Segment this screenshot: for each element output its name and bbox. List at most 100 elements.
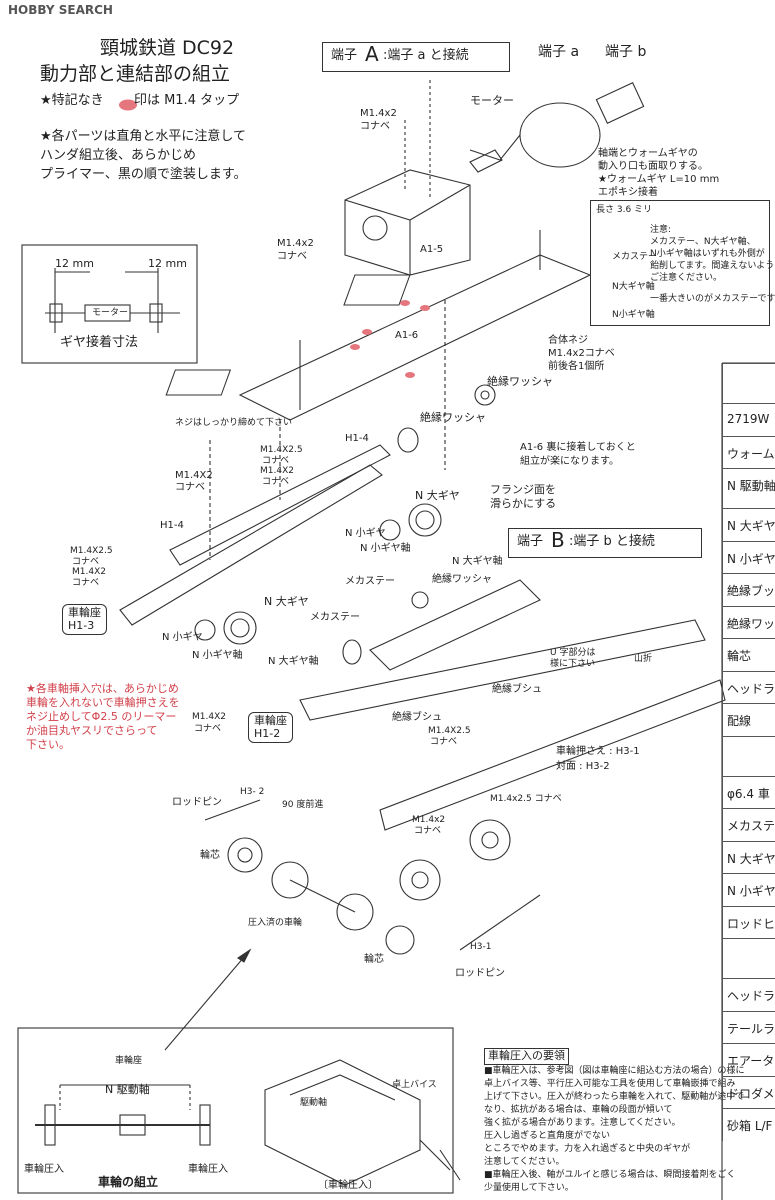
- terminal-a-text: :端子 a と接続: [383, 48, 469, 63]
- gear-dim-caption: ギヤ接着寸法: [60, 335, 139, 350]
- parts-table-cell: ヘッドラ: [722, 978, 775, 1011]
- parts-table-cell: 配線: [722, 703, 775, 736]
- motor-note-1: 軸端とウォームギヤの: [598, 148, 698, 159]
- parts-table-cell: ヘッドラ: [722, 670, 775, 703]
- wheel-seat-b-code: H1-2: [254, 726, 281, 740]
- procedure-title: 車輪圧入の要領: [484, 1048, 569, 1065]
- procedure-1: ■車輪圧入は、参考図（図は車輪座に組込む方法の場合）の様に: [484, 1066, 745, 1076]
- label-gotai-2: M1.4x2コナベ: [548, 348, 615, 359]
- wheel-seat-a-code: H1-3: [68, 618, 95, 632]
- parts-table-cell: ウォーム: [722, 435, 775, 468]
- label-a15: A1-5: [420, 244, 444, 255]
- label-washer-1: 絶縁ワッシャ: [487, 375, 553, 388]
- label-washer-3: 絶縁ワッシャ: [432, 574, 492, 585]
- paint-note-1: ★各パーツは直角と水平に注意して: [40, 129, 247, 144]
- label-wheel-press-2: 対面 : H3-2: [556, 761, 610, 772]
- wheel-seat-b-name: 車輪座: [254, 714, 287, 727]
- label-m25-c: M1.4X2.5: [428, 726, 471, 736]
- label-rodpin-1: ロッドピン: [172, 797, 222, 808]
- label-n-big-shaft: N 大ギヤ軸: [452, 556, 503, 567]
- parts-table-cell: 絶縁ワッ: [722, 605, 775, 638]
- label-m14x2-a: M1.4x2: [360, 108, 397, 119]
- parts-table-cell: N 大ギヤ: [722, 508, 775, 541]
- label-a16-note-1: A1-6 裏に接着しておくと: [520, 442, 636, 453]
- parts-table-cell: 砂箱 L/F: [722, 1108, 775, 1141]
- gear-dim-left: 12 mm: [55, 257, 94, 270]
- label-h14-b: H1-4: [160, 520, 184, 531]
- procedure-8: 注意してください。: [484, 1157, 565, 1167]
- label-n-big-shaft-2: N 大ギヤ軸: [268, 656, 319, 667]
- label-h32: H3- 2: [240, 787, 265, 797]
- gear-dim-motor: モーター: [92, 308, 129, 318]
- red-note-3: ネジ止めしてΦ2.5 のリーマー: [26, 710, 177, 723]
- label-wheel-core-2: 輪芯: [364, 954, 384, 965]
- caution-head: 注意:: [650, 225, 672, 235]
- brand-name: HOBBY SEARCH: [8, 3, 113, 17]
- motor-note-4: エポキシ接着: [598, 187, 658, 198]
- terminal-a-letter: A: [365, 42, 379, 66]
- label-m142-e: M1.4x2: [412, 815, 446, 825]
- caution-line-4: ご注意ください。: [650, 273, 723, 283]
- label-rodpin-2: ロッドピン: [455, 968, 505, 979]
- label-konabe-f: コナベ: [72, 557, 100, 567]
- label-screw-note: ネジはしっかり締めて下さい: [175, 418, 293, 428]
- bottom-caption: 車輪の組立: [98, 1175, 159, 1189]
- press-caption: 〔車輪圧入〕: [318, 1180, 378, 1191]
- red-note-1: ★各車軸挿入穴は、あらかじめ: [26, 682, 179, 695]
- label-m25-a: M1.4X2.5: [260, 445, 303, 455]
- parts-table-cell: 絶縁ブッ: [722, 573, 775, 606]
- bottom-seat: 車輪座: [115, 1056, 143, 1066]
- label-a16-note-2: 組立が楽になります。: [520, 456, 619, 467]
- motor-note-2: 動入り口も面取りする。: [598, 161, 708, 172]
- wheel-seat-a-name: 車輪座: [68, 606, 101, 619]
- gear-dim-right: 12 mm: [148, 257, 187, 270]
- procedure-2: 卓上バイス等、平行圧入可能な工具を使用して車輪嵌挿で組み: [484, 1079, 736, 1089]
- motor-label: モーター: [470, 94, 514, 107]
- wheel-seat-b-label: 車輪座 H1-2: [248, 712, 293, 744]
- procedure-7: ところでやめます。力を入れ過ぎると中央のギヤが: [484, 1144, 691, 1154]
- caution-n-big: N大ギヤ軸: [612, 282, 655, 292]
- paint-note-2: ハンダ組立後、あらかじめ: [40, 148, 197, 163]
- label-washer-2: 絶縁ワッシャ: [420, 411, 486, 424]
- parts-table-cell: φ6.4 車: [722, 775, 775, 808]
- parts-table-cell: メカステ: [722, 808, 775, 841]
- motor-note-3: ★ウォームギヤ L=10 mm: [598, 174, 720, 185]
- procedure-3: 上げて下さい。圧入が終わったら車輪を入れて、駆動軸が途中で: [484, 1092, 745, 1102]
- terminal-a-label: 端子: [331, 48, 358, 63]
- parts-table-cell: ロッドヒ: [722, 905, 775, 938]
- parts-table: 2719W ウォーム N 駆動軸 N 大ギヤ N 小ギヤ 絶縁ブッ 絶縁ワッ 輪…: [722, 363, 775, 1141]
- parts-table-cell: [722, 938, 775, 978]
- caution-box: [590, 200, 770, 326]
- label-flange-2: 滑らかにする: [490, 497, 557, 510]
- label-gotai-3: 前後各1個所: [548, 361, 605, 372]
- caution-length: 長さ 3.6 ミリ: [596, 205, 653, 215]
- procedure-9: ■車輪圧入後、軸がユルイと感じる場合は、瞬間接着剤をごく: [484, 1170, 736, 1180]
- label-konabe-d: コナベ: [262, 477, 290, 487]
- label-bush-1: 絶縁ブシュ: [492, 684, 542, 695]
- label-m14x2-b: M1.4x2: [277, 238, 314, 249]
- label-wheel-core-1: 輪芯: [200, 850, 220, 861]
- parts-table-cell: N 小ギヤ: [722, 540, 775, 573]
- label-pressed-wheel: 圧入済の車輪: [248, 918, 303, 928]
- procedure-5: 強く拡がる場合があります。注意してください。: [484, 1118, 681, 1128]
- parts-table-cell: テールラ: [722, 1010, 775, 1043]
- caution-line-1: メカステー、N大ギヤ軸、: [650, 237, 756, 247]
- red-note-2: 車輪を入れないで車輪押さえを: [26, 696, 180, 709]
- tap-note: ★特記なき 印は M1.4 タップ: [40, 93, 239, 109]
- label-bush-2: 絶縁ブシュ: [392, 712, 442, 723]
- parts-table-cell: 2719W: [722, 403, 775, 436]
- caution-line-3: 飴削してます。間違えないように: [650, 261, 775, 271]
- label-n-small-shaft: N 小ギヤ軸: [360, 543, 411, 554]
- label-wheel-press-1: 車輪押さえ : H3-1: [556, 746, 640, 757]
- label-konabe-i: コナベ: [430, 737, 458, 747]
- label-m142-d: M1.4X2: [192, 712, 226, 722]
- caution-n-small: N小ギヤ軸: [612, 310, 655, 320]
- label-m25-d: M1.4x2.5 コナベ: [490, 794, 562, 804]
- terminal-b-label: 端子: [517, 534, 544, 549]
- label-h31: H3-1: [470, 942, 492, 952]
- label-a16: A1-6: [395, 330, 419, 341]
- parts-table-cell: N 駆動軸: [722, 468, 775, 508]
- label-n-big-gear-2: N 大ギヤ: [264, 595, 309, 608]
- label-n-big-gear: N 大ギヤ: [415, 489, 460, 502]
- parts-table-cell: N 小ギヤ: [722, 873, 775, 906]
